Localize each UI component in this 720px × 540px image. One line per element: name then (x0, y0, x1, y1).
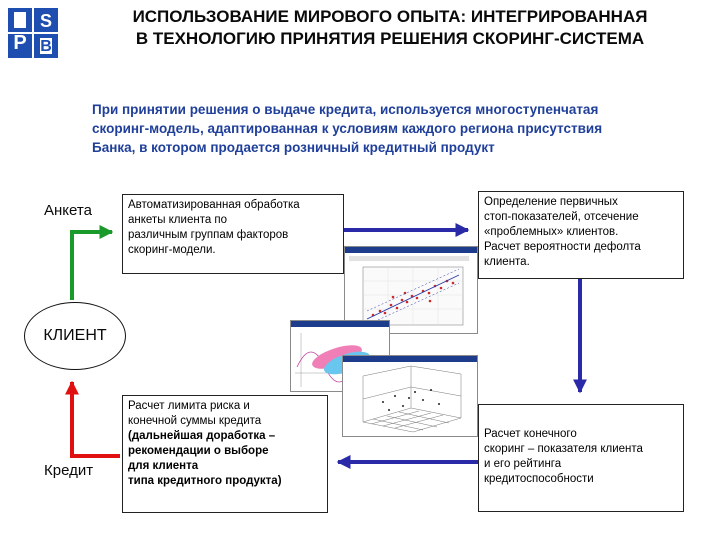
anketa-label: Анкета (44, 202, 92, 219)
final-scoring-box: Расчет конечного скоринг – показателя кл… (478, 404, 684, 512)
box-line-bold: рекомендации о выборе (128, 445, 269, 457)
arrow-limit-to-client (65, 380, 120, 458)
title-line-1: ИСПОЛЬЗОВАНИЕ МИРОВОГО ОПЫТА: ИНТЕГРИРОВ… (132, 7, 648, 26)
window-titlebar (343, 356, 477, 362)
scatter-plot-graphic (349, 256, 469, 326)
box-line: различным группам факторов (128, 229, 289, 241)
intro-line-3: Банка, в котором продается розничный кре… (92, 140, 495, 155)
box-line: клиента. (484, 256, 530, 268)
page-title: ИСПОЛЬЗОВАНИЕ МИРОВОГО ОПЫТА: ИНТЕГРИРОВ… (62, 6, 718, 50)
limit-calc-box: Расчет лимита риска и конечной суммы кре… (122, 395, 328, 513)
box-line: Автоматизированная обработка (128, 199, 300, 211)
kredit-label: Кредит (44, 462, 94, 479)
window-titlebar (291, 321, 389, 327)
3d-surface-screenshot (342, 355, 478, 437)
box-line: кредитоспособности (484, 473, 594, 485)
auto-processing-box: Автоматизированная обработка анкеты клие… (122, 194, 344, 274)
intro-paragraph: При принятии решения о выдаче кредита, и… (92, 100, 712, 157)
box-line: анкеты клиента по (128, 214, 228, 226)
scatter-plot-screenshot (344, 246, 478, 334)
intro-line-1: При принятии решения о выдаче кредита, и… (92, 102, 599, 117)
box-line: скоринг-модели. (128, 244, 216, 256)
logo-letter-b: B (40, 38, 52, 55)
box-line-bold: (дальнейшая доработка – (128, 430, 276, 442)
box-line: стоп-показателей, отсечение (484, 211, 639, 223)
3d-surface-graphic (362, 365, 462, 433)
box-line: Определение первичных (484, 196, 618, 208)
box-line-bold: для клиента (128, 460, 199, 472)
box-line: и его рейтинга (484, 458, 562, 470)
box-line: Расчет лимита риска и (128, 400, 250, 412)
box-line: конечной суммы кредита (128, 415, 262, 427)
intro-line-2: скоринг-модель, адаптированная к условия… (92, 121, 603, 136)
primary-stop-box: Определение первичных стоп-показателей, … (478, 191, 684, 279)
client-node: КЛИЕНТ (24, 302, 126, 370)
arrow-client-to-processing (70, 225, 114, 300)
box-line: Расчет конечного (484, 428, 577, 440)
client-label: КЛИЕНТ (43, 327, 107, 344)
title-line-2: В ТЕХНОЛОГИЮ ПРИНЯТИЯ РЕШЕНИЯ СКОРИНГ-СИ… (135, 29, 645, 48)
box-line: скоринг – показателя клиента (484, 443, 643, 455)
box-line: «проблемных» клиентов. (484, 226, 619, 238)
box-line: Расчет вероятности дефолта (484, 241, 641, 253)
logo-letter-p: P (13, 32, 26, 54)
psb-logo: P S B (8, 8, 58, 58)
window-titlebar (345, 247, 477, 253)
logo-letter-s: S (40, 11, 52, 31)
box-line-bold: типа кредитного продукта) (128, 475, 282, 487)
